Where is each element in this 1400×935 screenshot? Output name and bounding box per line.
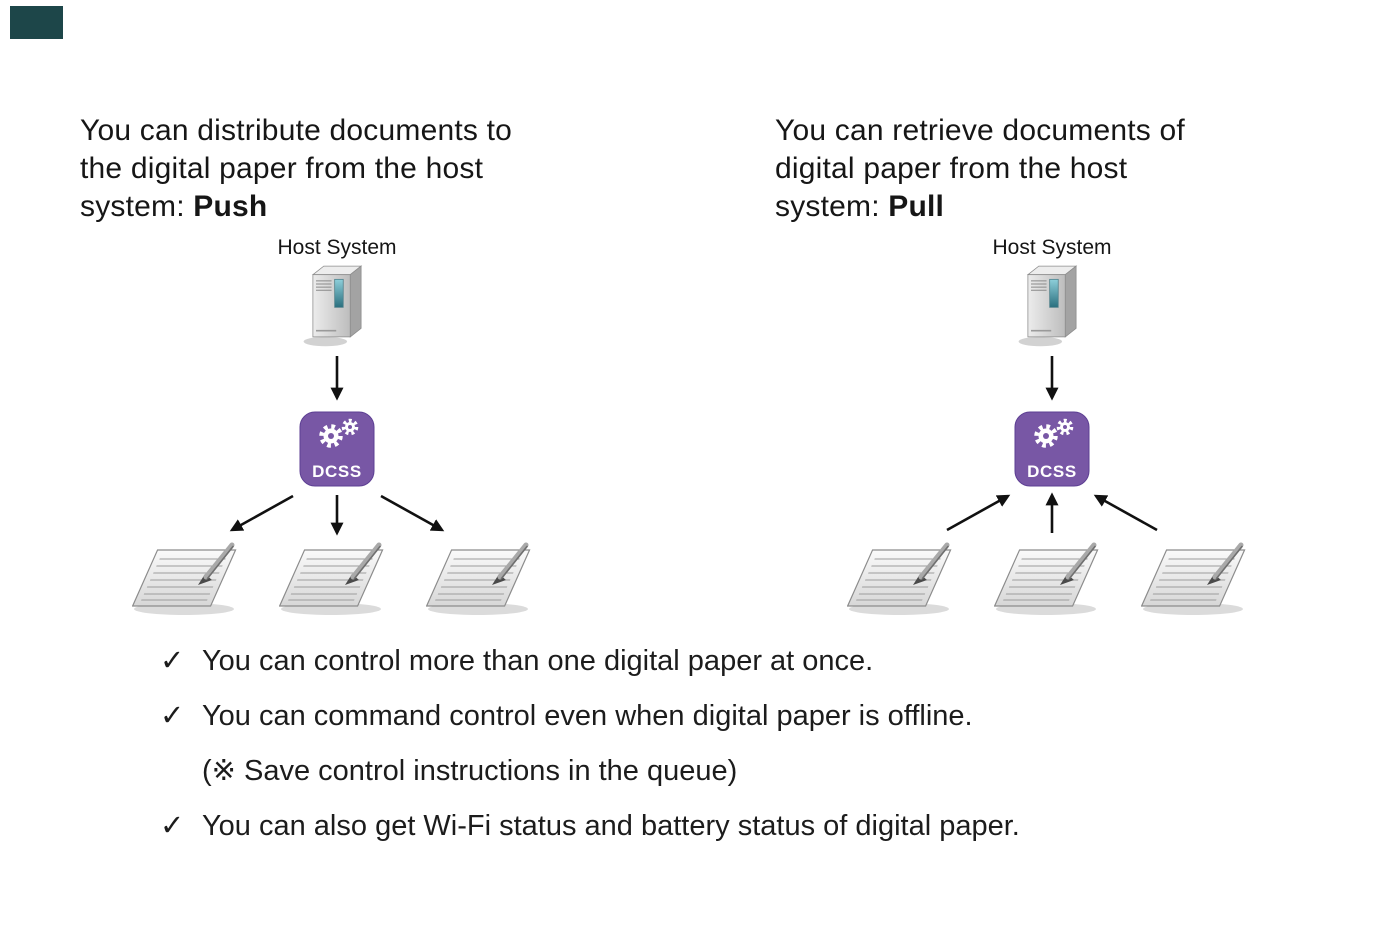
- checklist-item: ✓ You can command control even when digi…: [160, 697, 1310, 735]
- dcss-hub: DCSS: [1014, 411, 1090, 487]
- gears-icon: [1034, 418, 1074, 448]
- device-to-hub-arrow-right: [1093, 494, 1158, 532]
- digital-paper-icon: [848, 545, 951, 615]
- note-marker: [160, 752, 202, 790]
- digital-paper-icon: [995, 545, 1098, 615]
- dcss-hub-box: [1014, 411, 1090, 487]
- pull-diagram: Host System DCSS: [755, 236, 1375, 628]
- gears-icon: [319, 418, 359, 448]
- checkmark-icon: ✓: [160, 810, 185, 842]
- checklist-item: ✓ You can also get Wi-Fi status and batt…: [160, 807, 1310, 845]
- host-server-icon: [302, 265, 362, 348]
- digital-paper-icon: [280, 545, 383, 615]
- checklist-note: (※ Save control instructions in the queu…: [160, 752, 1310, 790]
- host-system-label: Host System: [277, 236, 396, 259]
- dcss-label: DCSS: [1027, 462, 1077, 481]
- push-heading-line2: the digital paper from the host: [80, 152, 484, 185]
- pull-heading-line2: digital paper from the host: [775, 152, 1128, 185]
- pull-heading-line3-prefix: system:: [775, 190, 889, 223]
- dcss-hub-box: [299, 411, 375, 487]
- checklist-item: ✓ You can control more than one digital …: [160, 642, 1310, 680]
- dcss-hub: DCSS: [299, 411, 375, 487]
- feature-checklist: ✓ You can control more than one digital …: [160, 642, 1310, 862]
- checkmark-icon: ✓: [160, 700, 185, 732]
- push-diagram: Host System DCSS: [40, 236, 660, 628]
- pull-keyword: Pull: [888, 190, 945, 223]
- checklist-item-text: You can also get Wi-Fi status and batter…: [202, 810, 1020, 842]
- host-system-label: Host System: [992, 236, 1111, 259]
- checklist-item-text: You can command control even when digita…: [202, 700, 973, 732]
- hub-to-device-arrow-right: [380, 494, 445, 532]
- hub-to-device-arrow-left: [229, 494, 294, 532]
- push-keyword: Push: [193, 190, 268, 223]
- corner-accent: [10, 6, 63, 39]
- digital-paper-icon: [427, 545, 530, 615]
- pull-heading: You can retrieve documents of digital pa…: [775, 112, 1185, 226]
- checklist-note-text: (※ Save control instructions in the queu…: [202, 755, 738, 787]
- digital-paper-icon: [133, 545, 236, 615]
- digital-paper-icon: [1142, 545, 1245, 615]
- host-server-icon: [1017, 265, 1077, 348]
- pull-heading-line1: You can retrieve documents of: [775, 114, 1185, 147]
- push-heading: You can distribute documents to the digi…: [80, 112, 512, 226]
- dcss-label: DCSS: [312, 462, 362, 481]
- push-heading-line3-prefix: system:: [80, 190, 194, 223]
- push-heading-line1: You can distribute documents to: [80, 114, 513, 147]
- device-to-hub-arrow-left: [946, 494, 1011, 532]
- checklist-item-text: You can control more than one digital pa…: [202, 645, 874, 677]
- checkmark-icon: ✓: [160, 645, 185, 677]
